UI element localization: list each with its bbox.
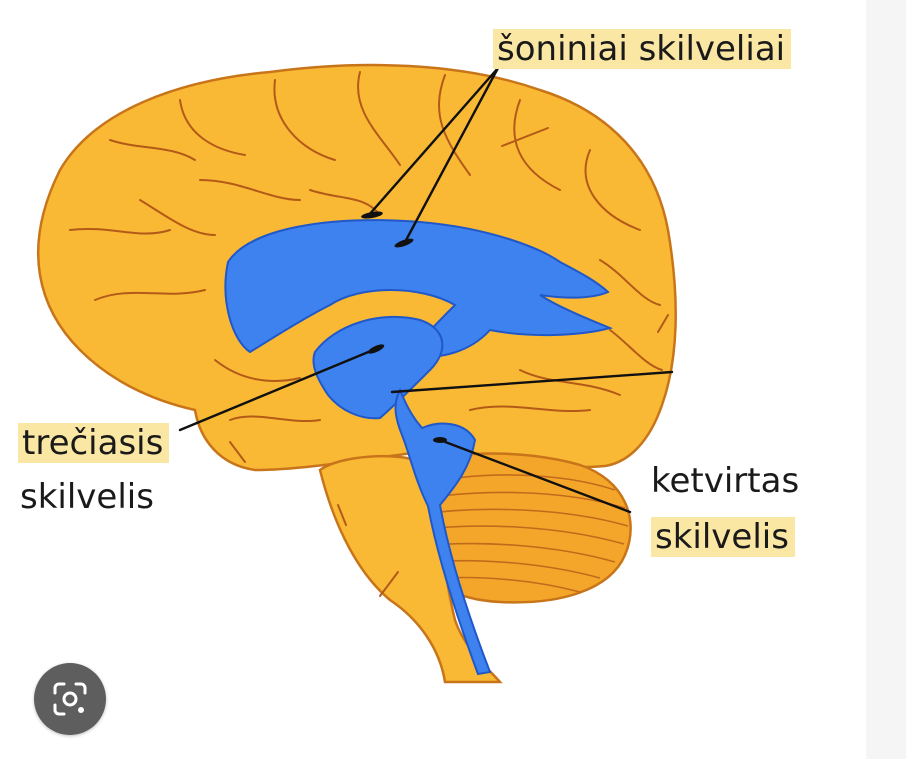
- leader-lateral-b: [402, 66, 500, 246]
- ventricular-system: [224, 219, 614, 676]
- label-third-ventricle-line2: skilvelis: [20, 475, 154, 519]
- label-third-ventricle-line1: trečiasis: [18, 421, 170, 465]
- fourth-ventricle: [394, 387, 492, 676]
- lateral-ventricle: [224, 219, 614, 358]
- label-lateral-ventricles: šoniniai skilveliai: [493, 27, 792, 71]
- label-third-ventricle-line1-text: trečiasis: [18, 423, 170, 463]
- leader-horizontal: [390, 370, 674, 394]
- label-fourth-ventricle-line1: ketvirtas: [651, 459, 799, 503]
- leader-end-marks: [361, 211, 447, 443]
- third-ventricle: [312, 315, 444, 420]
- leader-lateral-a: [366, 66, 500, 218]
- brain-ventricles-diagram: [36, 63, 677, 684]
- page-side-strip: [866, 0, 906, 759]
- lens-search-icon: [53, 682, 87, 716]
- cerebral-sulci: [69, 71, 669, 597]
- label-fourth-ventricle-line2-text: skilvelis: [651, 517, 795, 557]
- label-fourth-ventricle-line1-text: ketvirtas: [651, 461, 800, 501]
- label-lateral-ventricles-text: šoniniai skilveliai: [493, 29, 792, 69]
- label-third-ventricle-line2-text: skilvelis: [20, 477, 154, 517]
- leader-lines: [178, 66, 674, 514]
- leader-fourth: [438, 438, 632, 514]
- leader-third: [178, 346, 380, 432]
- label-fourth-ventricle-line2: skilvelis: [651, 515, 795, 559]
- lens-search-button[interactable]: [34, 663, 106, 735]
